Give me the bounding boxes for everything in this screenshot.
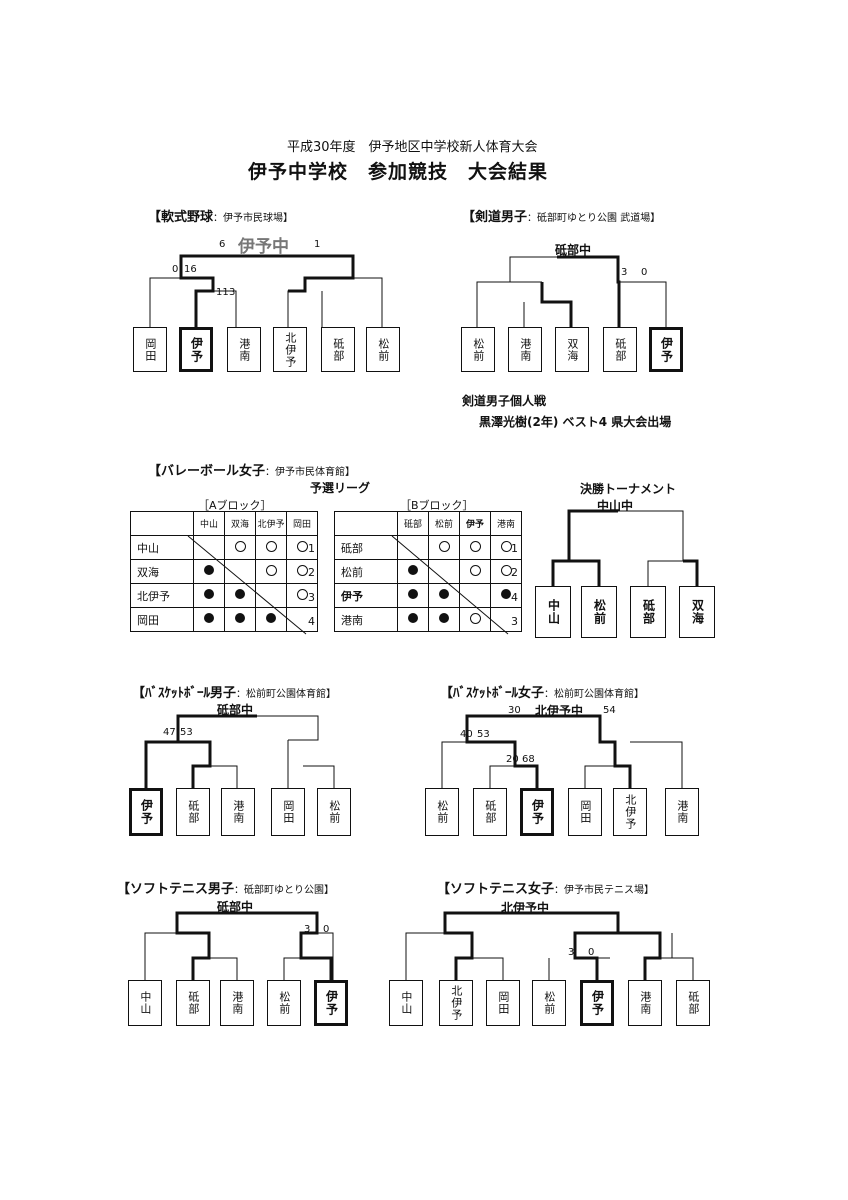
- score: 0: [323, 924, 330, 935]
- score: 0: [588, 947, 595, 958]
- score: 3: [621, 267, 628, 278]
- score: 11: [216, 287, 229, 298]
- score: 0: [641, 267, 648, 278]
- rank: 4: [308, 615, 315, 628]
- score: 6: [219, 239, 226, 250]
- team-box-winner: 伊予: [520, 788, 554, 836]
- team-box: 松前: [532, 980, 566, 1026]
- score: 54: [603, 705, 616, 716]
- team-box: 松前: [267, 980, 301, 1026]
- team-box: 中山: [535, 586, 571, 638]
- kendo-individual-title: 剣道男子個人戦: [462, 394, 547, 408]
- team-box-winner: 伊予: [649, 327, 683, 372]
- team-box: 砥部: [630, 586, 666, 638]
- st-boys-section-title: 【ソフトテニス男子：砥部町ゆとり公園】: [117, 882, 335, 897]
- team-box: 北伊予: [273, 327, 307, 372]
- score: 53: [477, 729, 490, 740]
- team-box: 砥部: [176, 980, 210, 1026]
- team-box: 松前: [581, 586, 617, 638]
- score: 3: [229, 287, 236, 298]
- score: 3: [568, 947, 575, 958]
- block-a-table: 中山 双海 北伊予 岡田 中山 双海 北伊予 岡田: [130, 511, 318, 632]
- rank: 2: [511, 566, 518, 579]
- team-box: 松前: [425, 788, 459, 836]
- team-box: 砥部: [603, 327, 637, 372]
- team-box: 港南: [508, 327, 542, 372]
- team-box: 港南: [628, 980, 662, 1026]
- team-box: 砥部: [473, 788, 507, 836]
- team-box: 双海: [679, 586, 715, 638]
- team-box: 港南: [220, 980, 254, 1026]
- team-box: 岡田: [486, 980, 520, 1026]
- rank: 4: [511, 591, 518, 604]
- bb-girls-winner: 北伊予中: [535, 704, 584, 718]
- st-girls-winner: 北伊予中: [501, 901, 550, 915]
- bb-boys-section-title: 【ﾊﾞｽｹｯﾄﾎﾞｰﾙ男子：松前町公園体育館】: [132, 686, 337, 701]
- score: 3: [304, 924, 311, 935]
- score: 47: [163, 727, 176, 738]
- block-b-table: 砥部 松前 伊予 港南 砥部 松前 伊予 港南: [334, 511, 522, 632]
- st-girls-section-title: 【ソフトテニス女子：伊予市民テニス場】: [437, 882, 655, 897]
- team-box: 双海: [555, 327, 589, 372]
- team-box: 砥部: [676, 980, 710, 1026]
- score: 68: [522, 754, 535, 765]
- team-box: 北伊予: [439, 980, 473, 1026]
- team-box: 松前: [461, 327, 495, 372]
- rank: 1: [308, 542, 315, 555]
- team-box-winner: 伊予: [129, 788, 163, 836]
- team-box: 松前: [317, 788, 351, 836]
- rank: 2: [308, 566, 315, 579]
- score: 0: [172, 264, 179, 275]
- team-box: 港南: [227, 327, 261, 372]
- team-box: 岡田: [133, 327, 167, 372]
- st-boys-winner: 砥部中: [217, 900, 254, 914]
- team-box: 中山: [128, 980, 162, 1026]
- rank: 3: [511, 615, 518, 628]
- team-box: 港南: [665, 788, 699, 836]
- event-subtitle: 平成30年度 伊予地区中学校新人体育大会: [287, 140, 538, 155]
- volley-final-title: 決勝トーナメント: [580, 482, 677, 496]
- score: 40: [460, 729, 473, 740]
- block-b-label: ［Bブロック］: [400, 499, 474, 512]
- score: 20: [506, 754, 519, 765]
- team-box: 北伊予: [613, 788, 647, 836]
- kendo-winner: 砥部中: [555, 243, 592, 257]
- team-box: 砥部: [321, 327, 355, 372]
- bb-girls-section-title: 【ﾊﾞｽｹｯﾄﾎﾞｰﾙ女子：松前町公園体育館】: [440, 686, 645, 701]
- document-title: 伊予中学校 参加競技 大会結果: [248, 161, 549, 183]
- team-box-winner: 伊予: [580, 980, 614, 1026]
- score: 30: [508, 705, 521, 716]
- baseball-winner: 伊予中: [238, 237, 289, 257]
- rank: 3: [308, 591, 315, 604]
- block-a-label: ［Aブロック］: [198, 499, 272, 512]
- team-box: 港南: [221, 788, 255, 836]
- team-box: 砥部: [176, 788, 210, 836]
- baseball-section-title: 【軟式野球：伊予市民球場】: [148, 210, 294, 225]
- kendo-individual-result: 黒澤光樹(2年) ベスト4 県大会出場: [479, 415, 672, 429]
- volley-section-title: 【バレーボール女子：伊予市民体育館】: [148, 464, 356, 479]
- volley-league-label: 予選リーグ: [310, 481, 371, 495]
- team-box-winner: 伊予: [314, 980, 348, 1026]
- team-box-winner: 伊予: [179, 327, 213, 372]
- rank: 1: [511, 542, 518, 555]
- volley-final-winner: 中山中: [597, 499, 634, 513]
- score: 1: [314, 239, 321, 250]
- team-box: 岡田: [568, 788, 602, 836]
- kendo-section-title: 【剣道男子：砥部町ゆとり公園 武道場】: [462, 210, 661, 225]
- team-box: 松前: [366, 327, 400, 372]
- score: 16: [184, 264, 197, 275]
- score: 53: [180, 727, 193, 738]
- team-box: 中山: [389, 980, 423, 1026]
- team-box: 岡田: [271, 788, 305, 836]
- bb-boys-winner: 砥部中: [217, 703, 254, 717]
